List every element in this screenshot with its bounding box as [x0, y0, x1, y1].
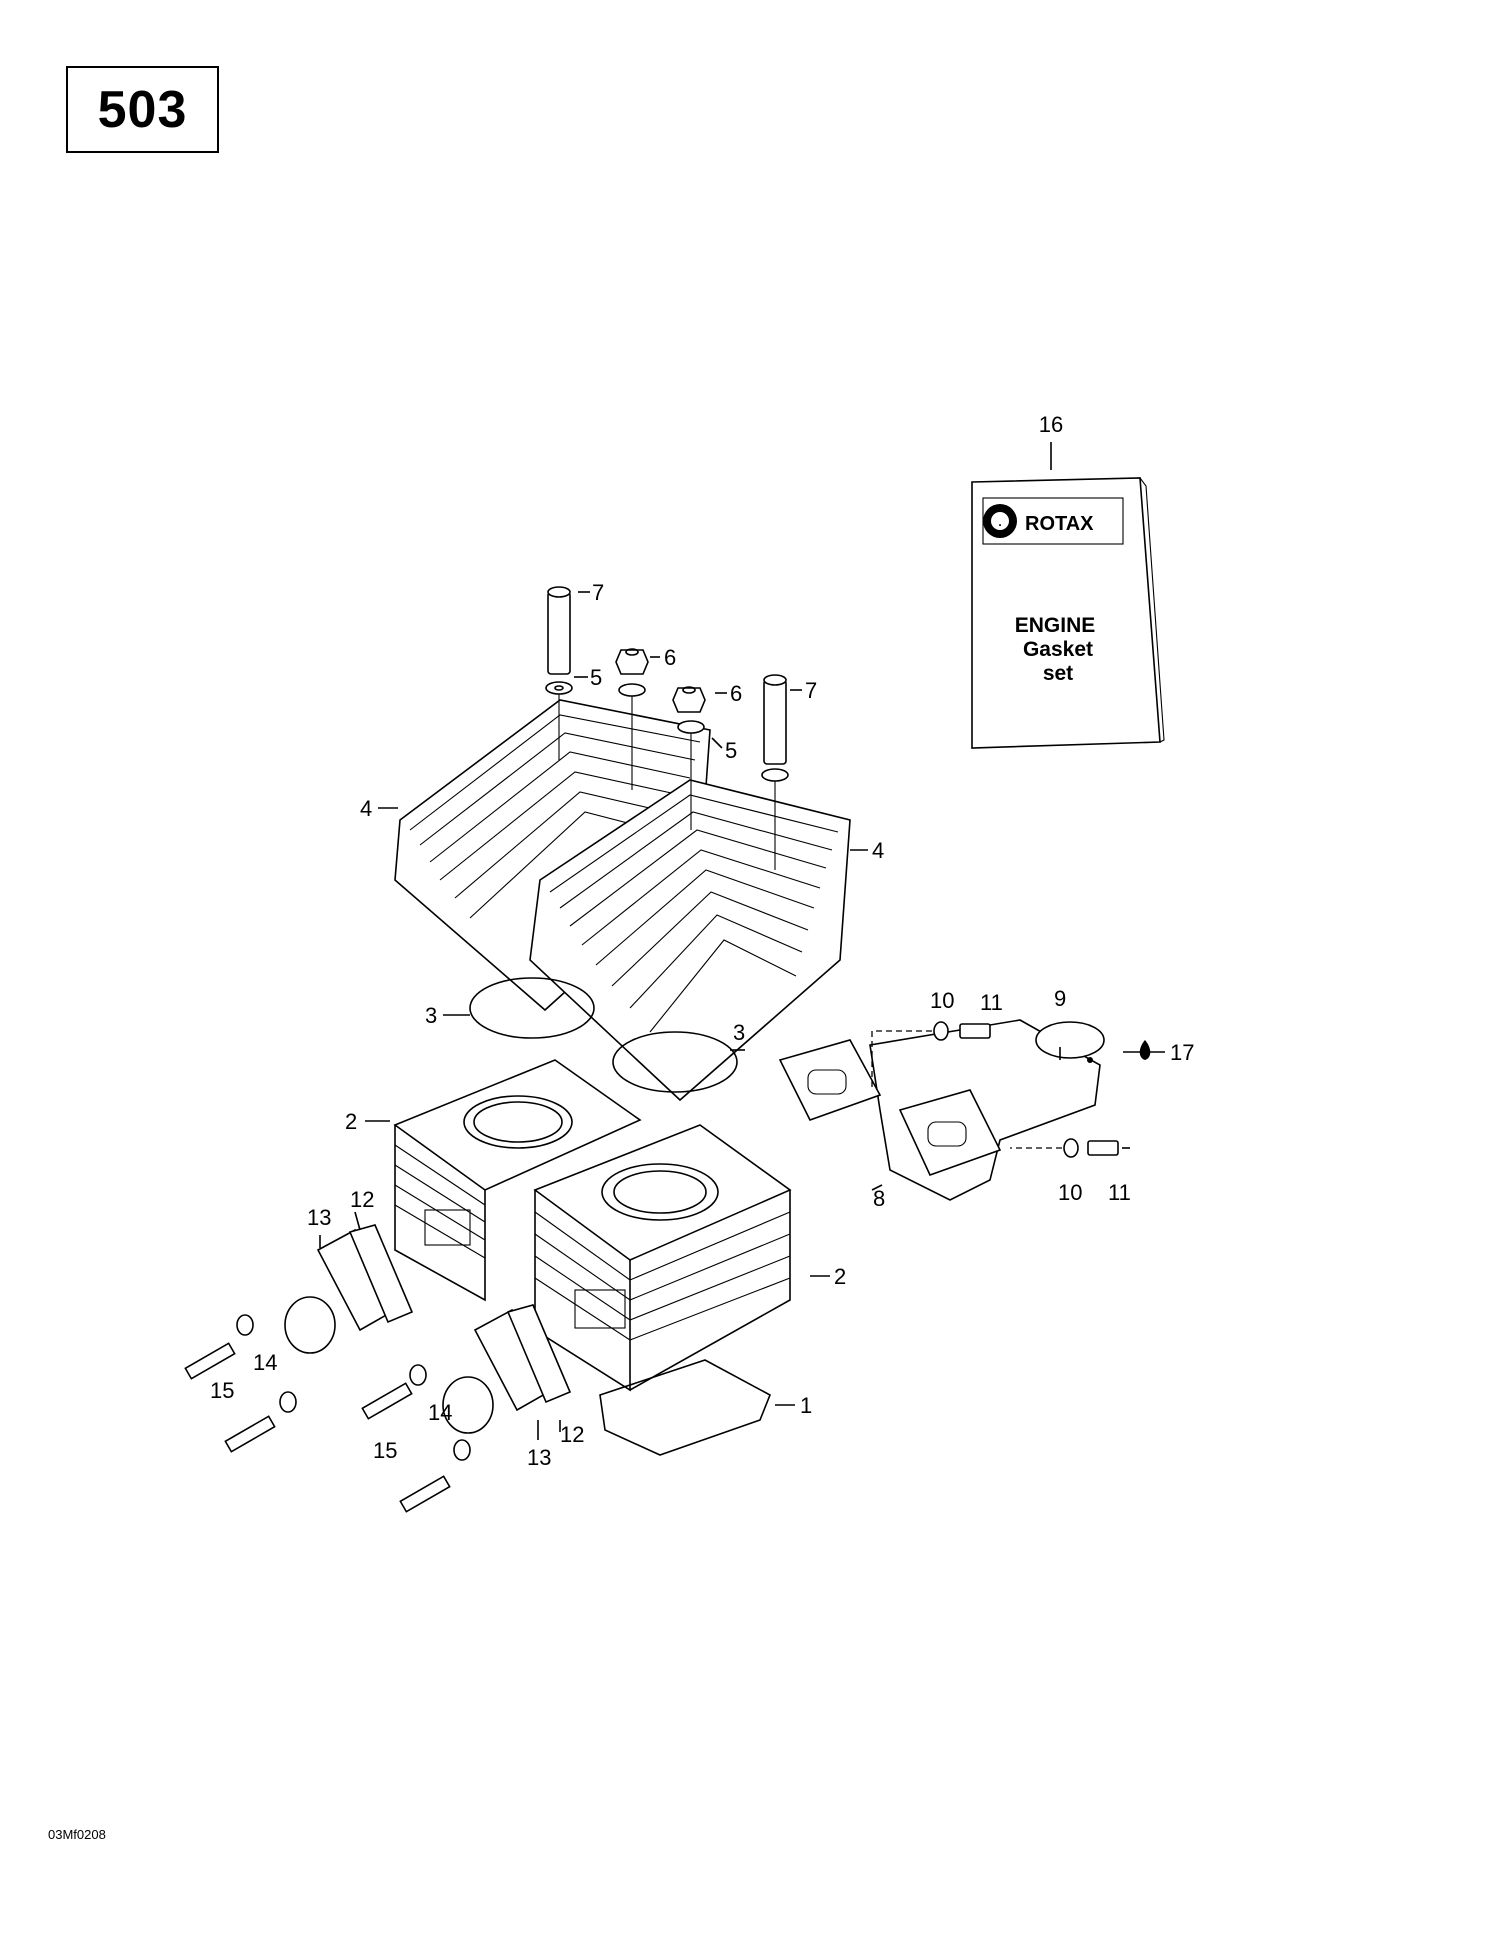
cylinder-head-right	[529, 779, 851, 1102]
head-hardware	[545, 586, 789, 870]
callout-17: 17	[1170, 1040, 1194, 1065]
callout-11a: 11	[980, 990, 1003, 1015]
cylinder-right	[533, 1124, 792, 1392]
callout-5b: 5	[725, 738, 737, 763]
callout-15a: 15	[210, 1378, 234, 1403]
callout-4a: 4	[360, 796, 372, 821]
callout-4b: 4	[872, 838, 884, 863]
figure-code: 03Mf0208	[48, 1827, 106, 1842]
callout-2b: 2	[834, 1264, 846, 1289]
callout-8: 8	[873, 1186, 885, 1211]
intake-bolts	[184, 1314, 471, 1513]
callout-12a: 12	[350, 1187, 374, 1212]
callout-2a: 2	[345, 1109, 357, 1134]
callout-12b: 12	[560, 1422, 584, 1447]
base-gasket	[599, 1359, 772, 1456]
callout-11b: 11	[1108, 1180, 1131, 1205]
kit-line-2: Gasket	[1023, 638, 1093, 661]
exhaust-gaskets	[778, 1039, 1002, 1176]
rotax-logo-mark: .	[998, 515, 1001, 529]
callout-7b: 7	[805, 678, 817, 703]
intake-right	[442, 1304, 572, 1434]
callout-6a: 6	[664, 645, 676, 670]
callout-14a: 14	[253, 1350, 277, 1375]
callout-7a: 7	[592, 580, 604, 605]
intake-left	[284, 1224, 414, 1354]
callout-3a: 3	[425, 1003, 437, 1028]
callout-13a: 13	[307, 1205, 331, 1230]
callout-1: 1	[800, 1393, 812, 1418]
callout-3b: 3	[733, 1020, 745, 1045]
head-gasket-right	[612, 1031, 738, 1093]
cylinder-left	[393, 1059, 642, 1302]
callout-10a: 10	[930, 988, 954, 1013]
gasket-set-booklet: . ROTAX ENGINE Gasket set	[971, 477, 1165, 749]
kit-brand: ROTAX	[1025, 513, 1094, 535]
callout-6b: 6	[730, 681, 742, 706]
callout-15b: 15	[373, 1438, 397, 1463]
page-number: 503	[97, 80, 188, 139]
callout-10b: 10	[1058, 1180, 1082, 1205]
callout-14b: 14	[428, 1400, 452, 1425]
callout-labels: 16 7 6 5 6 7 5 4 4 3 3 2 2 1 8 9 10 11 1…	[210, 412, 1194, 1470]
head-gasket-left	[469, 977, 595, 1039]
sealant-drop-icon	[1139, 1040, 1151, 1060]
callout-5a: 5	[590, 665, 602, 690]
kit-line-3: set	[1043, 662, 1073, 685]
rotax-logo-icon: .	[983, 504, 1017, 538]
callout-9: 9	[1054, 986, 1066, 1011]
leader-lines	[319, 591, 1165, 1440]
cylinder-head-left	[394, 699, 711, 1012]
page-number-box: 503	[66, 66, 219, 153]
kit-line-1: ENGINE	[1015, 614, 1096, 637]
exhaust-bolts	[933, 1021, 1119, 1158]
callout-13b: 13	[527, 1445, 551, 1470]
callout-16: 16	[1039, 412, 1063, 437]
